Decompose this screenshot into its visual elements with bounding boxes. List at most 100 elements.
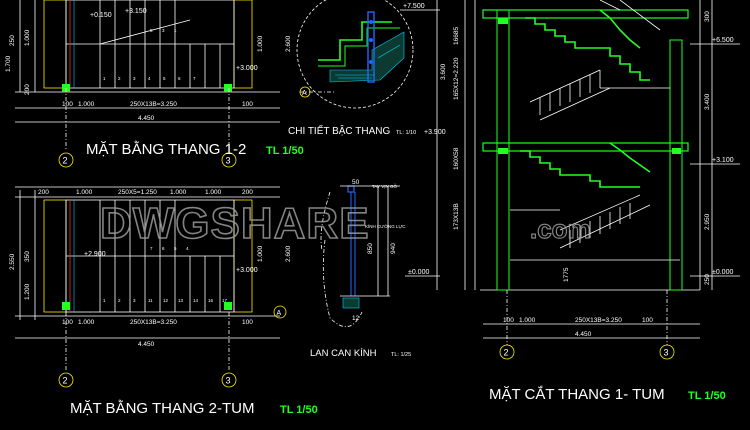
dim-label: 1.000 bbox=[257, 245, 264, 262]
level-label: +3.000 bbox=[236, 267, 258, 274]
dim-label: 2.550 bbox=[9, 253, 16, 270]
step-number: 16 bbox=[208, 298, 214, 303]
dim-label: 1775 bbox=[563, 267, 570, 282]
step-number: 6 bbox=[178, 76, 181, 81]
plan-1-2-title: MẶT BẰNG THANG 1-2 bbox=[86, 140, 246, 158]
dim-label: 300 bbox=[704, 11, 711, 22]
dim-label: 1.700 bbox=[5, 55, 12, 72]
step-number: 2 bbox=[118, 76, 121, 81]
dim-label: 200 bbox=[24, 84, 31, 95]
step-number: 11 bbox=[148, 298, 153, 303]
watermark-text: DWGSHARE bbox=[100, 199, 370, 248]
dim-label: 173X13B bbox=[453, 203, 460, 230]
railing-note: TAY VỊN GỖ bbox=[372, 183, 398, 189]
treads-bottom bbox=[99, 44, 221, 88]
dim-label: 100 bbox=[62, 101, 73, 108]
treads-lower bbox=[99, 256, 221, 312]
dim-label: 1.000 bbox=[76, 189, 93, 196]
step-number: 2 bbox=[118, 298, 121, 303]
step-number: 4 bbox=[186, 246, 189, 251]
dim-label: 2.600 bbox=[285, 245, 292, 262]
grid-bubble bbox=[58, 152, 74, 168]
dim-label: 1.000 bbox=[24, 29, 31, 46]
dim-label: 2.950 bbox=[704, 213, 711, 230]
step-number: 17 bbox=[222, 298, 228, 303]
dim-label: 16685 bbox=[453, 27, 460, 45]
level-label: ±0.000 bbox=[408, 269, 429, 276]
treads-top bbox=[99, 0, 176, 44]
dim-label: 100 bbox=[242, 101, 253, 108]
dim-label: 850 bbox=[367, 243, 374, 254]
section-title: MẶT CẮT THANG 1- TUM bbox=[489, 385, 665, 403]
dim-label: 160X58 bbox=[453, 147, 460, 170]
dim-label: 3.400 bbox=[704, 93, 711, 110]
step-number: 6 bbox=[162, 246, 165, 251]
dim-label: 100 bbox=[242, 319, 253, 326]
railing-scale: TL: 1/25 bbox=[391, 352, 411, 358]
dim-label: 940 bbox=[390, 243, 397, 254]
plan-1-2: 1 2 3 4 5 6 7 5 3 1 +0.150 +3.150 +3.000… bbox=[5, 0, 304, 168]
grid-bubble bbox=[221, 152, 237, 168]
grid-label: 2 bbox=[504, 348, 509, 358]
dim-label: 100 bbox=[642, 317, 653, 324]
step-number: 5 bbox=[150, 28, 153, 33]
step-detail: A +7.500 CHI TIẾT BẬC THANG TL: 1/10 +3.… bbox=[288, 0, 446, 137]
concrete-hatch bbox=[329, 31, 405, 83]
grid-label: 2 bbox=[63, 156, 68, 166]
dim-label: 12 bbox=[352, 315, 360, 322]
railing-detail: 50 850 940 12 TAY VỊN GỖ KÍNH CƯỜNG LỰC … bbox=[310, 179, 440, 359]
dim-label: 4.450 bbox=[575, 331, 592, 338]
step-number: 1 bbox=[174, 28, 177, 33]
dim-label: 2.600 bbox=[285, 35, 292, 52]
step-number: 14 bbox=[193, 298, 199, 303]
watermark-suffix: .com bbox=[530, 214, 591, 244]
dim-label: 3.600 bbox=[440, 63, 447, 80]
step-number: 5 bbox=[163, 76, 166, 81]
level-label: +6.500 bbox=[712, 37, 734, 44]
grid-label: 3 bbox=[226, 376, 231, 386]
step-detail-scale: TL: 1/10 bbox=[396, 130, 416, 136]
step-number: 1 bbox=[103, 298, 106, 303]
dim-label: 100 bbox=[62, 319, 73, 326]
treads-upper bbox=[99, 200, 176, 256]
dim-label: 4.450 bbox=[138, 341, 155, 348]
step-number: 1 bbox=[103, 76, 106, 81]
dim-label: 1.000 bbox=[257, 35, 264, 52]
plan-1-2-scale: TL 1/50 bbox=[266, 145, 304, 157]
dim-label: 350 bbox=[24, 251, 31, 262]
dim-label: 250X5=1.250 bbox=[118, 189, 157, 196]
step-number: 3 bbox=[133, 298, 136, 303]
plan-2-tum-scale: TL 1/50 bbox=[280, 404, 318, 416]
grid-label: 3 bbox=[226, 156, 231, 166]
dim-label: 250 bbox=[704, 274, 711, 285]
step-number: 3 bbox=[162, 28, 165, 33]
grid-label: A bbox=[302, 90, 307, 97]
level-label: +0.150 bbox=[90, 12, 112, 19]
dim-label: 1.000 bbox=[205, 189, 222, 196]
dim-label: 50 bbox=[352, 179, 360, 186]
step-number: 13 bbox=[178, 298, 184, 303]
plan-2-tum-title: MẶT BẰNG THANG 2-TUM bbox=[70, 399, 254, 417]
section-scale: TL 1/50 bbox=[688, 390, 726, 402]
dim-label: 1.000 bbox=[78, 101, 95, 108]
dim-label: 100 bbox=[503, 317, 514, 324]
dim-label: 250X13B=3.250 bbox=[130, 319, 177, 326]
step-number: 4 bbox=[148, 76, 151, 81]
plan-2-tum: 1 2 3 11 12 13 14 16 17 7 6 5 4 +2.900 +… bbox=[9, 186, 318, 417]
level-label: +3.100 bbox=[712, 157, 734, 164]
railing-note: KÍNH CƯỜNG LỰC bbox=[365, 223, 406, 229]
step-number: 12 bbox=[163, 298, 169, 303]
level-label: +3.900 bbox=[424, 129, 446, 136]
grid-label: 2 bbox=[63, 376, 68, 386]
level-label: ±0.000 bbox=[712, 269, 733, 276]
dim-label: 165X12=2.220 bbox=[453, 57, 460, 100]
railing-title: LAN CAN KÍNH bbox=[310, 348, 377, 359]
dim-label: 1.200 bbox=[24, 283, 31, 300]
dim-label: 200 bbox=[38, 189, 49, 196]
level-label: +2.900 bbox=[84, 251, 106, 258]
grid-label: A bbox=[277, 310, 282, 317]
level-label: +3.150 bbox=[125, 8, 147, 15]
dim-label: 250X13B=3.250 bbox=[575, 317, 622, 324]
step-number: 7 bbox=[150, 246, 153, 251]
